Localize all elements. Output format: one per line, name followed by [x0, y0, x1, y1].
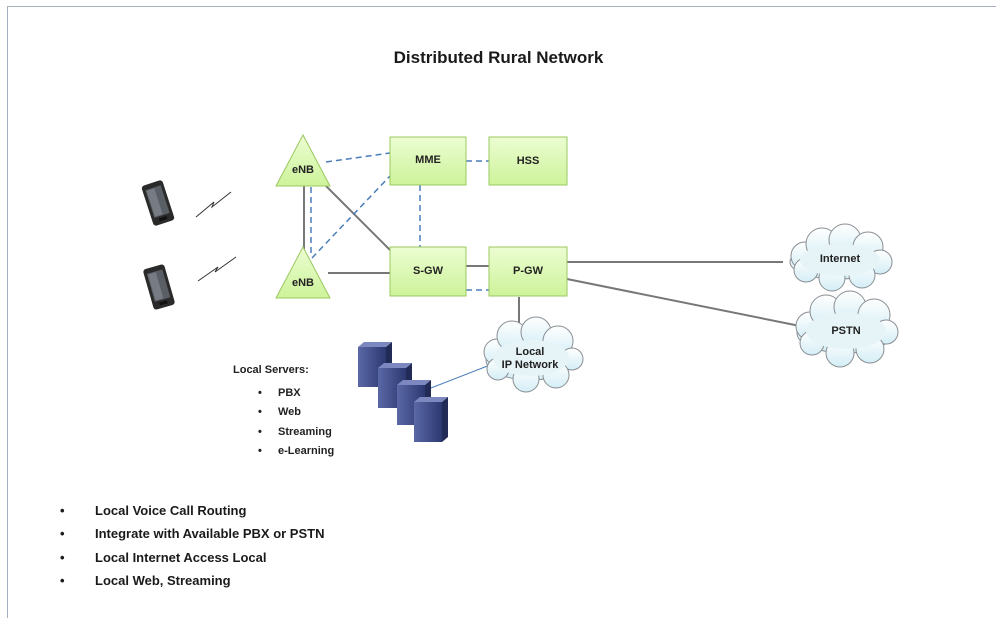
list-item: Local Voice Call Routing: [60, 499, 324, 522]
enb-bottom-label: eNB: [291, 277, 314, 289]
enb-top-triangle: [275, 133, 331, 187]
hss-box: [488, 136, 568, 186]
link-servers-local-ip: [430, 364, 491, 389]
local-ip-cloud-core: [493, 340, 569, 376]
local-servers-heading: Local Servers:: [233, 364, 309, 376]
hss-label: HSS: [516, 155, 540, 167]
feature-list: Local Voice Call Routing Integrate with …: [60, 499, 324, 592]
mme-label: MME: [415, 154, 441, 166]
list-item: Local Internet Access Local: [60, 546, 324, 569]
radio-signal-icon: [197, 256, 237, 282]
link-enb-top-sgw: [315, 175, 391, 251]
sig-enb-bottom-mme: [311, 175, 391, 259]
pgw-box: [488, 246, 568, 297]
list-item: Streaming: [258, 423, 334, 442]
radio-signal-icon: [195, 191, 232, 218]
sig-enb-top-mme: [325, 152, 391, 163]
local-servers-list: PBX Web Streaming e-Learning: [258, 384, 334, 461]
pgw-label: P-GW: [513, 265, 543, 277]
diagram-title: Distributed Rural Network: [393, 48, 604, 67]
sgw-label: S-GW: [413, 265, 443, 277]
link-pgw-pstn: [566, 278, 801, 327]
diagram-frame: [7, 6, 996, 618]
enb-bottom-triangle: [275, 245, 331, 299]
list-item: Integrate with Available PBX or PSTN: [60, 522, 324, 545]
server-stack-icon: [358, 342, 448, 442]
pstn-cloud-core: [806, 313, 886, 349]
list-item: e-Learning: [258, 442, 334, 461]
mobile-phone-icon: [141, 180, 175, 226]
list-item: Local Web, Streaming: [60, 569, 324, 592]
sgw-box: [389, 246, 467, 297]
pstn-label: PSTN: [831, 325, 861, 337]
internet-label: Internet: [819, 253, 861, 265]
mobile-phone-icon: [143, 264, 175, 310]
internet-cloud-core: [800, 244, 880, 276]
list-item: PBX: [258, 384, 334, 403]
mme-box: [389, 136, 467, 186]
list-item: Web: [258, 403, 334, 422]
enb-top-label: eNB: [291, 164, 314, 176]
